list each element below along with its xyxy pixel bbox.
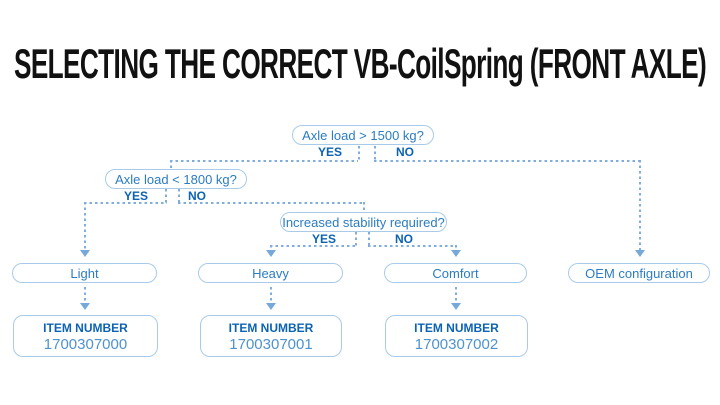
decision3-no-stub (368, 232, 370, 246)
arrow-to-comfort-icon (451, 250, 461, 257)
item-number-heading: ITEM NUMBER (414, 321, 499, 335)
decision-increased-stability: Increased stability required? (280, 212, 447, 232)
arrow-to-oem-icon (635, 250, 645, 257)
decision1-no-stub (374, 146, 376, 161)
item-number-heading: ITEM NUMBER (228, 321, 314, 335)
decision-axle-load-1500: Axle load > 1500 kg? (292, 125, 434, 145)
item-number-value: 1700307000 (43, 336, 128, 353)
connector-d3-no-drop (455, 245, 457, 250)
decision3-no-label: NO (395, 232, 413, 246)
arrow-to-light-icon (80, 250, 90, 257)
item-number-value: 1700307001 (229, 336, 313, 353)
connector-d2-no-horizontal (178, 202, 364, 204)
item-number-heading: ITEM NUMBER (43, 321, 128, 335)
connector-d2-yes-horizontal (84, 202, 167, 204)
arrow-to-item2-icon (266, 303, 276, 310)
connector-d2-no-drop (363, 202, 365, 213)
decision1-no-label: NO (396, 145, 414, 159)
decision2-yes-label: YES (123, 189, 148, 203)
connector-d1-no-drop (639, 160, 641, 250)
item-number-box-heavy: ITEM NUMBER 1700307001 (200, 315, 342, 357)
connector-heavy-item (270, 287, 272, 303)
connector-d1-yes-drop (170, 160, 172, 170)
connector-comfort-item (455, 287, 457, 303)
outcome-heavy: Heavy (198, 263, 343, 283)
connector-d2-yes-drop (84, 202, 86, 250)
decision2-no-label: NO (188, 189, 206, 203)
outcome-comfort: Comfort (384, 263, 527, 283)
arrow-to-item1-icon (80, 303, 90, 310)
arrow-to-heavy-icon (266, 250, 276, 257)
decision3-yes-stub (355, 232, 357, 246)
item-number-box-light: ITEM NUMBER 1700307000 (13, 315, 158, 357)
decision3-yes-label: YES (311, 232, 336, 246)
decision1-yes-label: YES (317, 145, 342, 159)
decision2-no-stub (178, 189, 180, 203)
connector-d3-no-horizontal (368, 245, 456, 247)
connector-d1-yes-horizontal (170, 160, 358, 162)
connector-d3-yes-drop (270, 245, 272, 250)
decision2-yes-stub (165, 189, 167, 203)
connector-d3-yes-horizontal (270, 245, 355, 247)
outcome-oem-configuration: OEM configuration (568, 263, 710, 283)
item-number-box-comfort: ITEM NUMBER 1700307002 (385, 315, 528, 357)
item-number-value: 1700307002 (414, 336, 499, 353)
arrow-to-item3-icon (451, 303, 461, 310)
decision-axle-load-1800: Axle load < 1800 kg? (105, 169, 247, 189)
page-title: SELECTING THE CORRECT VB-CoilSpring (FRO… (14, 40, 707, 87)
connector-d1-no-horizontal (374, 160, 641, 162)
outcome-light: Light (12, 263, 157, 283)
decision1-yes-stub (358, 146, 360, 161)
connector-light-item (84, 287, 86, 303)
